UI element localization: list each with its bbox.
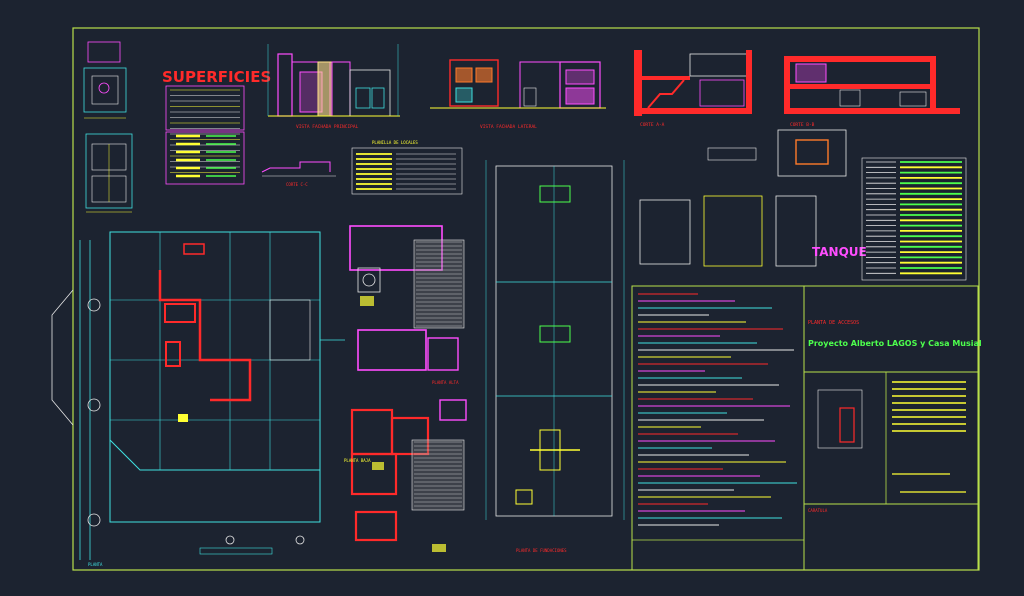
fachada-principal-elevation: VISTA FACHADA PRINCIPAL <box>267 44 400 130</box>
planta-general: PLANTA <box>79 231 345 567</box>
superficies-table: SUPERFICIES <box>162 68 271 185</box>
fundaciones-label: PLANTA DE FUNDACIONES <box>516 548 567 553</box>
fachada-lateral-label: VISTA FACHADA LATERAL <box>480 124 537 130</box>
title-block: PLANTA DE ACCESOS Proyecto Alberto LAGOS… <box>631 285 982 571</box>
planta-alta-plan: PLANTA ALTA <box>349 225 465 385</box>
corte-a-a-section: CORTE A-A <box>634 50 752 128</box>
corte-b-b-section: CORTE B-B <box>784 56 960 128</box>
sheet-frame <box>72 27 980 571</box>
right-data-table <box>861 157 967 281</box>
fachada-principal-label: VISTA FACHADA PRINCIPAL <box>296 124 359 130</box>
middle-details: CORTE C-C PLANILLA DE LOCALES <box>261 140 463 195</box>
superficies-label: SUPERFICIES <box>162 68 271 86</box>
corte-b-b-label: CORTE B-B <box>790 122 815 128</box>
site-boundary-left <box>51 289 74 426</box>
corte-a-a-label: CORTE A-A <box>640 122 665 128</box>
planta-alta-label: PLANTA ALTA <box>432 380 459 385</box>
fachada-lateral-elevation: VISTA FACHADA LATERAL <box>430 59 606 130</box>
detail-plans-top-left <box>83 41 133 213</box>
svg-text:CORTE C-C: CORTE C-C <box>286 182 308 187</box>
title-block-header: PLANTA DE ACCESOS <box>808 320 859 326</box>
title-block-caratula: CARATULA <box>808 508 828 513</box>
planta-baja-plan: PLANTA BAJA <box>344 399 467 552</box>
structural-details: TANQUE <box>639 129 867 267</box>
planta-fundaciones: PLANTA DE FUNDACIONES <box>485 160 625 553</box>
planilla-label: PLANILLA DE LOCALES <box>372 140 418 145</box>
planta-baja-label: PLANTA BAJA <box>344 458 371 463</box>
title-block-project: Proyecto Alberto LAGOS y Casa Musial <box>808 339 982 348</box>
svg-text:PLANTA: PLANTA <box>88 562 103 567</box>
tanque-label: TANQUE <box>812 245 867 259</box>
